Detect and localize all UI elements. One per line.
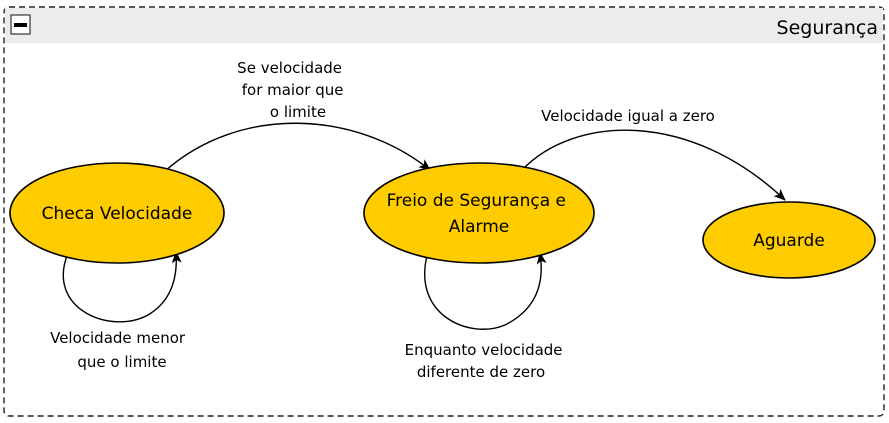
minus-bar [14, 23, 27, 27]
state-aguarde-ellipse[interactable] [702, 201, 876, 279]
state-checa-velocidade[interactable]: Checa Velocidade [9, 162, 225, 264]
panel-title: Segurança [777, 17, 878, 39]
transition-checa-self [62, 251, 182, 323]
state-checa-ellipse[interactable] [9, 162, 225, 264]
transition-freio-to-aguarde [521, 129, 786, 201]
collapse-button[interactable] [10, 14, 31, 35]
panel-header [5, 8, 883, 43]
transitions [62, 122, 786, 330]
label-freio-to-aguarde: Velocidade igual a zero [541, 107, 715, 125]
transition-checa-to-freio [164, 122, 431, 172]
label-checa-to-freio: Se velocidade for maior que o limite [237, 59, 348, 121]
state-freio-label: Freio de Segurança e Alarme [387, 191, 572, 237]
state-checa-label: Checa Velocidade [42, 204, 193, 224]
state-aguarde-label: Aguarde [753, 231, 825, 251]
state-freio-de-seguranca[interactable]: Freio de Segurança e Alarme [363, 162, 595, 264]
label-freio-self: Enquanto velocidade diferente de zero [405, 341, 568, 381]
state-freio-ellipse[interactable] [363, 162, 595, 264]
state-aguarde[interactable]: Aguarde [702, 201, 876, 279]
label-checa-self: Velocidade menor que o limite [50, 329, 190, 371]
transition-freio-self [424, 251, 547, 330]
